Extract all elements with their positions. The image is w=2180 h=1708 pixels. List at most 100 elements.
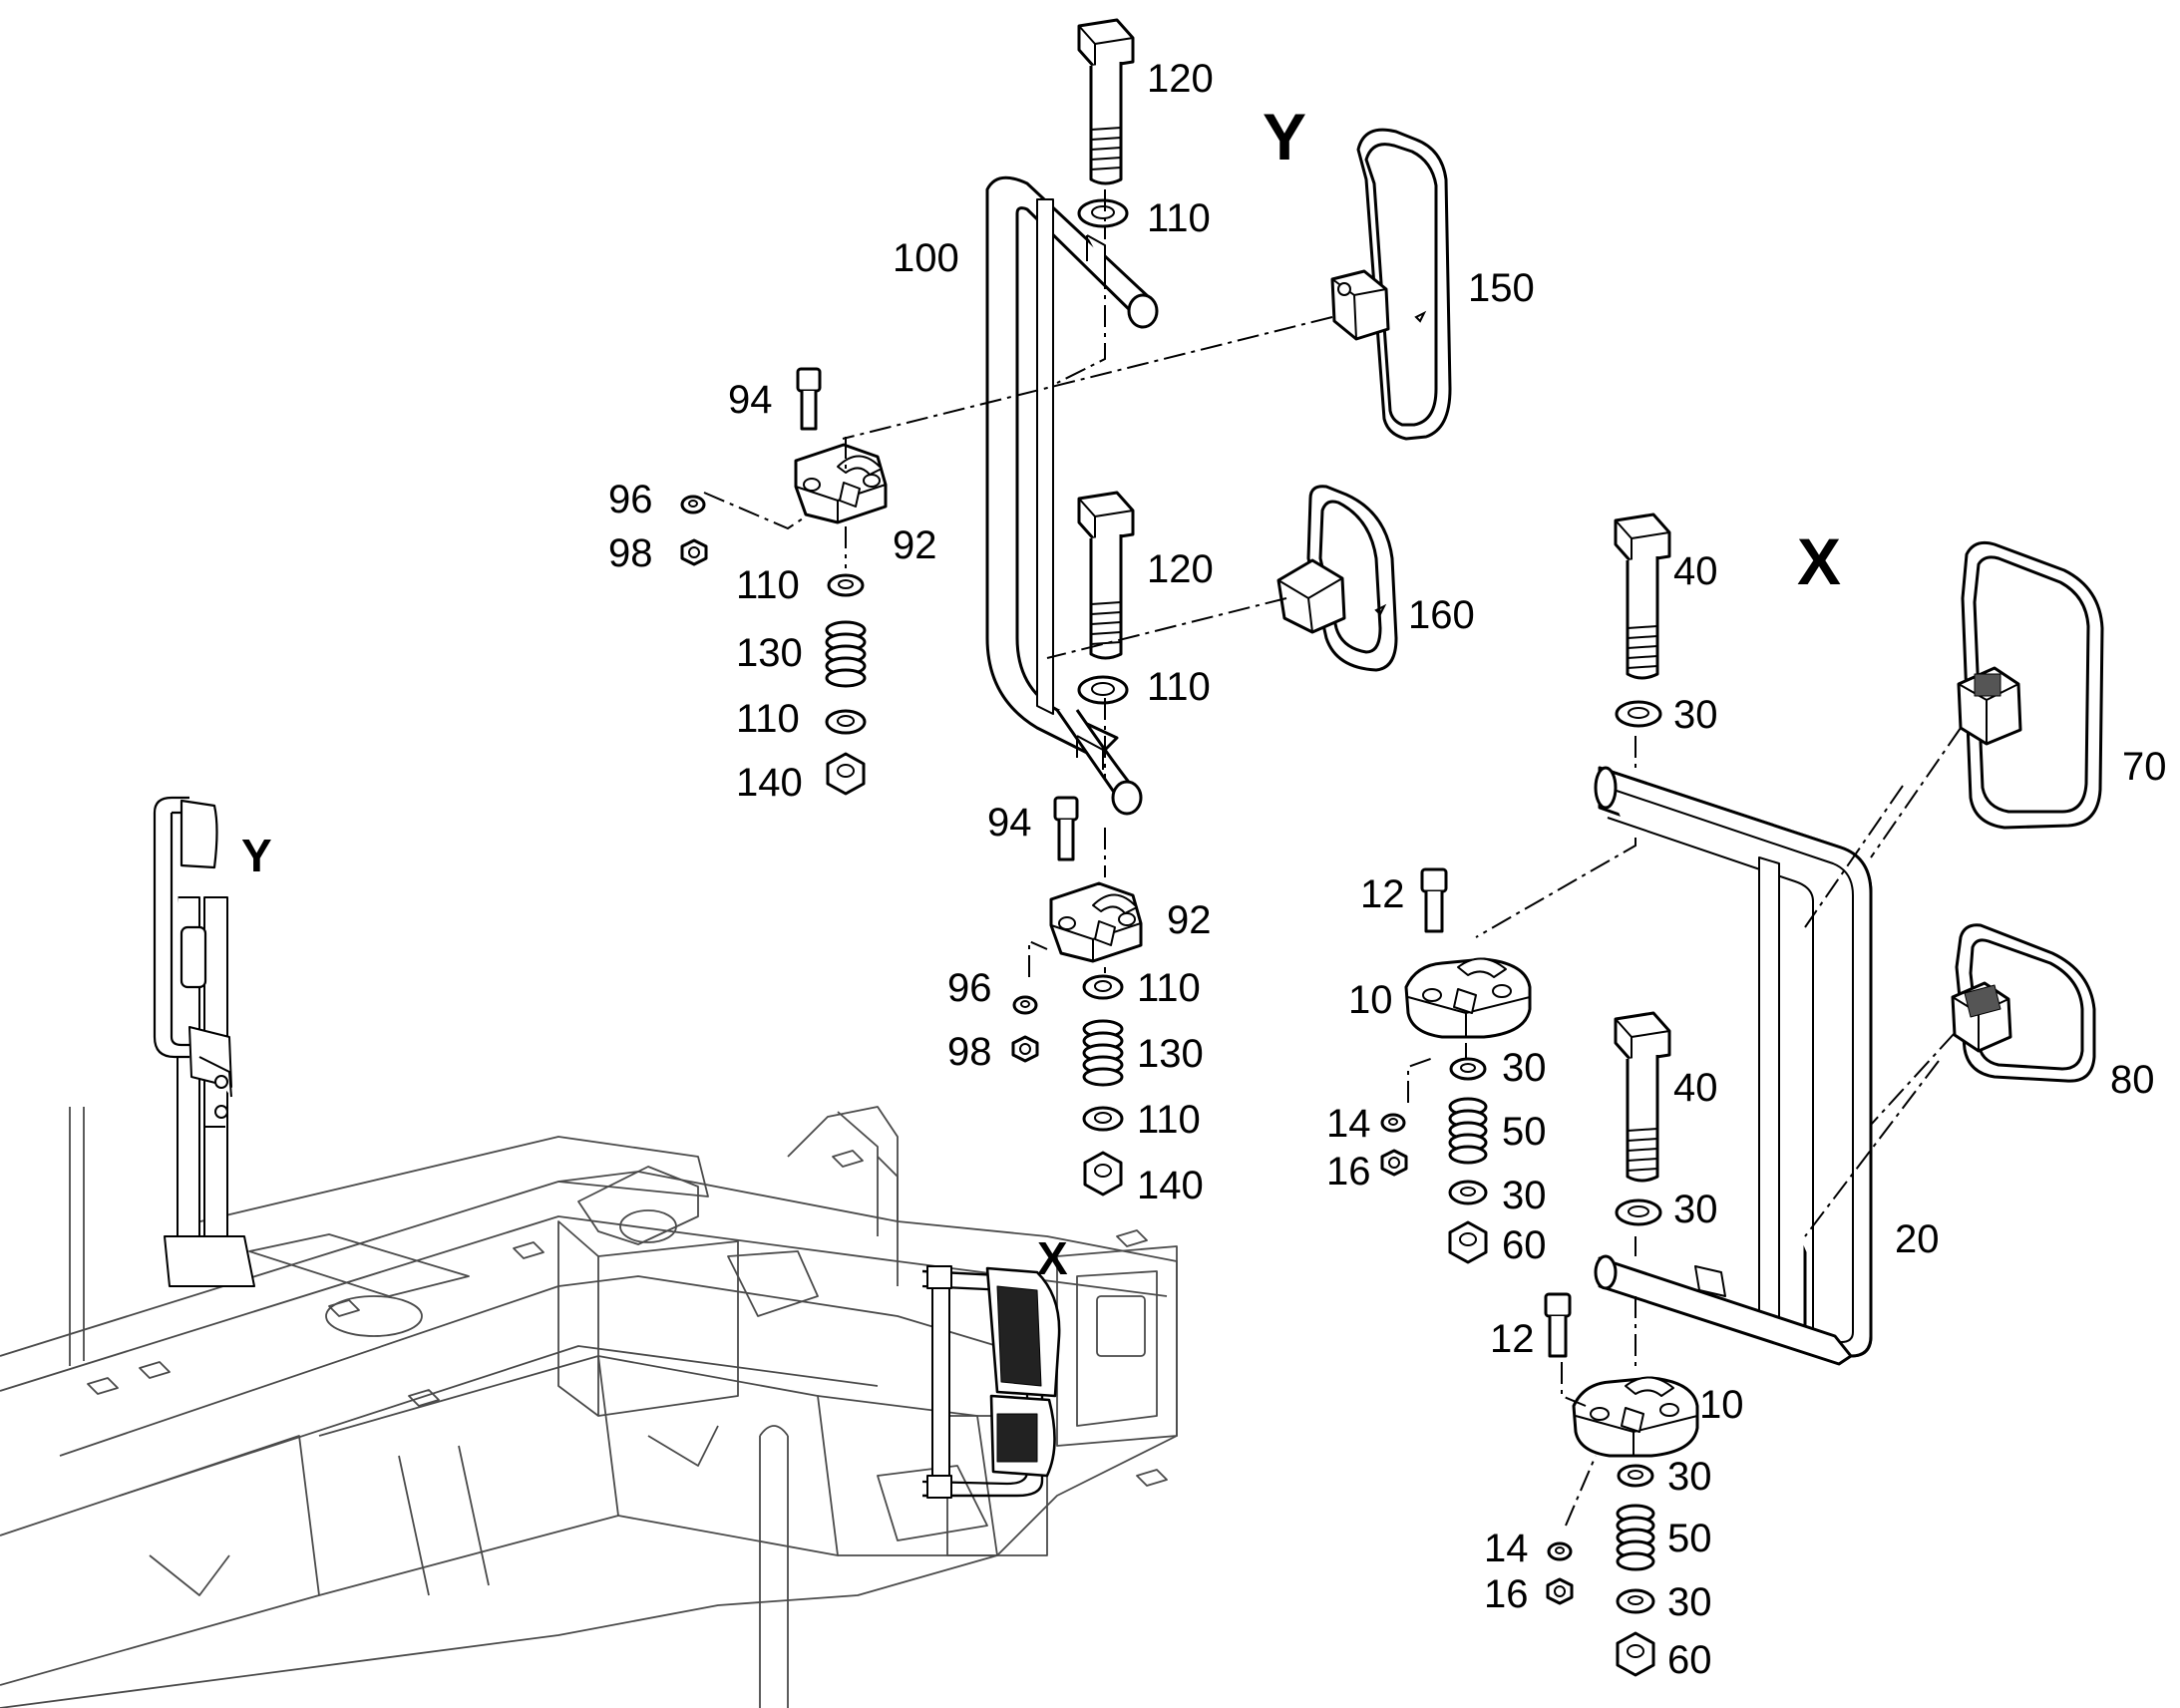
washer-icon: [1449, 1057, 1487, 1081]
callout-98: 98: [947, 1030, 992, 1074]
callout-130: 130: [736, 631, 803, 675]
callout-16: 16: [1326, 1150, 1371, 1194]
nut-icon: [1380, 1149, 1408, 1177]
callout-150: 150: [1468, 266, 1535, 310]
callout-16: 16: [1484, 1572, 1529, 1616]
bolt-icon: [796, 367, 822, 431]
callout-30: 30: [1667, 1580, 1712, 1624]
callout-110: 110: [736, 697, 800, 741]
callout-92: 92: [1167, 898, 1212, 942]
mirror-arm-bracket: [985, 175, 1159, 816]
overview-x-mirror-assembly: [921, 1265, 1061, 1499]
callouts-detail-y: 120 110 100 150 94 96 98 92 110 130 110 …: [608, 57, 1535, 1207]
callout-20: 20: [1895, 1217, 1940, 1261]
machine-frame-overview: [0, 796, 1178, 1708]
washer-icon: [1616, 1588, 1655, 1614]
bolt-icon: [1420, 867, 1448, 933]
mirror-icon: [1957, 540, 2104, 830]
callout-140: 140: [736, 761, 803, 805]
bracket-icon: [1404, 957, 1532, 1039]
callout-30: 30: [1673, 1188, 1718, 1231]
callout-12: 12: [1360, 872, 1405, 916]
bolt-icon: [1544, 1292, 1572, 1358]
callout-70: 70: [2122, 745, 2167, 789]
mirror-icon: [1951, 923, 2096, 1083]
callout-60: 60: [1667, 1638, 1712, 1682]
callout-50: 50: [1667, 1517, 1712, 1560]
nut-icon: [1011, 1035, 1039, 1063]
washer-icon: [1077, 675, 1129, 705]
bolt-icon: [1614, 1011, 1671, 1183]
callout-14: 14: [1484, 1527, 1529, 1570]
callout-30: 30: [1673, 693, 1718, 737]
bolt-icon: [1077, 491, 1135, 660]
callout-30: 30: [1502, 1174, 1547, 1217]
callout-40: 40: [1673, 1066, 1718, 1110]
washer-icon: [680, 495, 706, 514]
mirror-icon: [1330, 128, 1452, 441]
nut-icon: [1546, 1577, 1574, 1605]
washer-icon: [1082, 1106, 1124, 1132]
overview-label-y: Y: [241, 830, 272, 881]
callout-96: 96: [608, 478, 653, 521]
bolt-icon: [1077, 18, 1135, 185]
callout-92: 92: [893, 523, 937, 567]
washer-icon: [1615, 1198, 1662, 1226]
callout-110: 110: [1147, 665, 1211, 709]
mirror-icon: [1276, 485, 1398, 672]
nut-icon: [826, 752, 866, 796]
callout-130: 130: [1137, 1032, 1204, 1076]
nut-icon: [1083, 1151, 1123, 1196]
callout-96: 96: [947, 966, 992, 1010]
detail-y: [680, 18, 1452, 1196]
washer-icon: [1615, 700, 1662, 728]
callout-80: 80: [2110, 1058, 2155, 1102]
nut-icon: [680, 538, 708, 566]
nut-icon: [1616, 1631, 1655, 1677]
mounting-pads: [87, 1150, 1168, 1487]
washer-icon: [1448, 1180, 1488, 1205]
callout-110: 110: [1137, 966, 1201, 1010]
callout-40: 40: [1673, 549, 1718, 593]
callout-60: 60: [1502, 1223, 1547, 1267]
bolt-icon: [1053, 796, 1079, 861]
mirror-arm-bracket: [1594, 766, 1873, 1366]
washer-icon: [825, 709, 867, 735]
spring-icon: [1448, 1097, 1488, 1165]
callout-110: 110: [1147, 196, 1211, 240]
callout-120: 120: [1147, 57, 1214, 101]
bracket-icon: [1049, 881, 1143, 963]
detail-x: [1380, 512, 2104, 1677]
washer-icon: [1012, 995, 1038, 1015]
callout-30: 30: [1502, 1046, 1547, 1090]
callout-50: 50: [1502, 1110, 1547, 1154]
washer-icon: [1547, 1541, 1573, 1561]
washer-icon: [1077, 198, 1129, 228]
callouts-detail-x: 40 30 70 12 10 30 14 50 16 30 60 40 80 3…: [1326, 549, 2167, 1682]
washer-icon: [1380, 1113, 1406, 1133]
callout-110: 110: [736, 563, 800, 607]
callout-10: 10: [1348, 978, 1393, 1022]
bolt-icon: [1614, 512, 1671, 680]
spring-icon: [825, 620, 867, 688]
washer-icon: [1082, 974, 1124, 1000]
callout-98: 98: [608, 531, 653, 575]
spring-icon: [1616, 1504, 1655, 1571]
spring-icon: [1082, 1019, 1124, 1087]
callout-94: 94: [987, 801, 1032, 845]
callout-100: 100: [893, 236, 959, 280]
callout-94: 94: [728, 378, 773, 422]
callout-110: 110: [1137, 1098, 1201, 1142]
callout-12: 12: [1490, 1317, 1535, 1361]
view-label-x: X: [1797, 524, 1841, 598]
washer-icon: [827, 573, 865, 597]
callout-120: 120: [1147, 547, 1214, 591]
view-label-y: Y: [1263, 100, 1306, 173]
callout-14: 14: [1326, 1102, 1371, 1146]
bracket-icon: [794, 443, 888, 524]
callout-30: 30: [1667, 1455, 1712, 1499]
overview-label-x: X: [1037, 1232, 1068, 1284]
callout-140: 140: [1137, 1164, 1204, 1207]
nut-icon: [1448, 1220, 1488, 1264]
bracket-icon: [1572, 1376, 1699, 1458]
